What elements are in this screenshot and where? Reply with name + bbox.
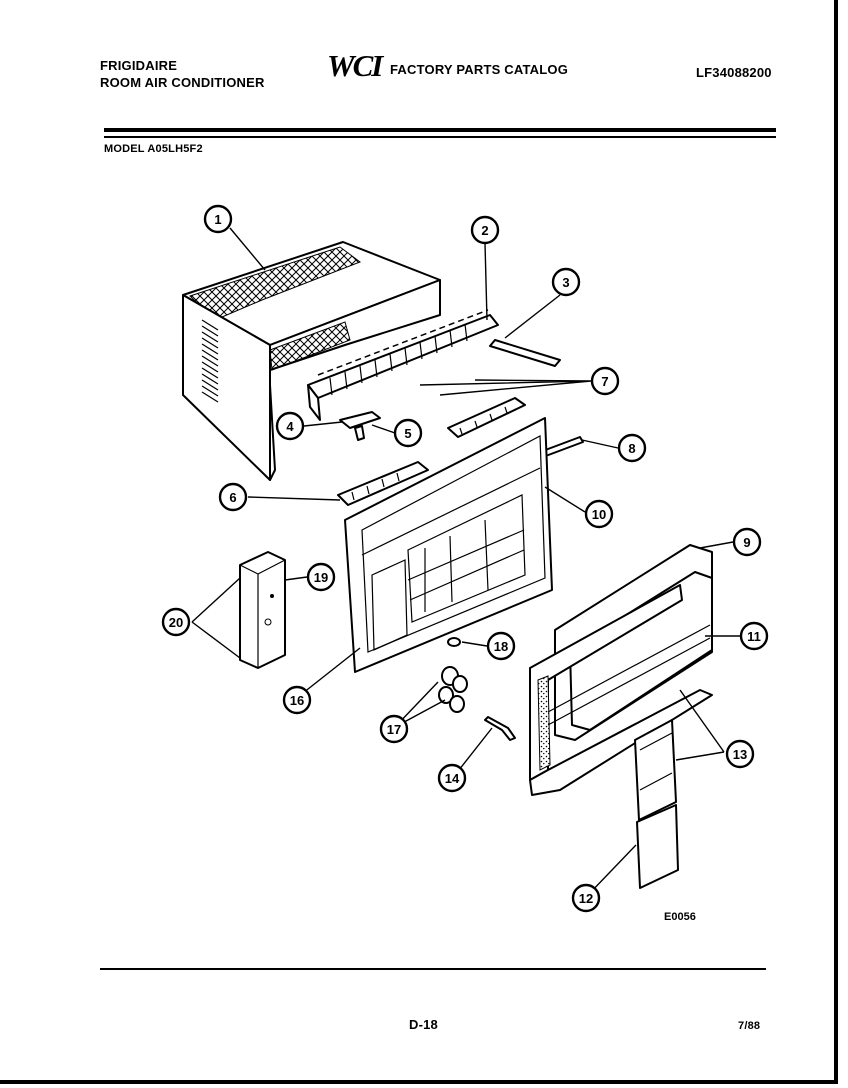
brand-name: FRIGIDAIRE <box>100 58 178 73</box>
svg-text:2: 2 <box>481 223 488 238</box>
access-door-part <box>634 719 679 889</box>
part-18 <box>447 637 461 647</box>
callout-18: 18 <box>486 631 516 661</box>
vane-part <box>447 397 526 438</box>
callout-8: 8 <box>617 433 647 463</box>
callout-7: 7 <box>590 366 620 396</box>
callout-14: 14 <box>437 763 467 793</box>
product-name: ROOM AIR CONDITIONER <box>100 75 265 90</box>
revision-date: 7/88 <box>738 1020 761 1032</box>
cabinet-part <box>182 241 441 481</box>
svg-text:6: 6 <box>229 490 236 505</box>
callout-1: 1 <box>203 204 233 234</box>
svg-text:7: 7 <box>601 374 608 389</box>
catalog-title: FACTORY PARTS CATALOG <box>390 62 569 77</box>
clip-part <box>484 716 516 741</box>
front-grille-part <box>529 544 713 796</box>
catalog-number: LF34088200 <box>696 65 772 80</box>
svg-text:10: 10 <box>592 507 606 522</box>
svg-text:17: 17 <box>387 722 401 737</box>
callout-13: 13 <box>725 739 755 769</box>
svg-text:13: 13 <box>733 747 747 762</box>
svg-text:3: 3 <box>562 275 569 290</box>
callout-16: 16 <box>282 685 312 715</box>
svg-text:16: 16 <box>290 693 304 708</box>
callout-12: 12 <box>571 883 601 913</box>
svg-text:1: 1 <box>214 212 221 227</box>
wci-logo: WCI <box>327 48 383 83</box>
callout-17: 17 <box>379 714 409 744</box>
callout-10: 10 <box>584 499 614 529</box>
callout-3: 3 <box>551 267 581 297</box>
control-box-part <box>239 551 286 669</box>
callout-20: 20 <box>161 607 191 637</box>
svg-text:9: 9 <box>743 535 750 550</box>
callout-2: 2 <box>470 215 500 245</box>
control-knobs-part <box>438 666 468 713</box>
svg-text:12: 12 <box>579 891 593 906</box>
callout-6: 6 <box>218 482 248 512</box>
svg-text:8: 8 <box>628 441 635 456</box>
callout-11: 11 <box>739 621 769 651</box>
callout-5: 5 <box>393 418 423 448</box>
svg-text:20: 20 <box>169 615 183 630</box>
svg-text:18: 18 <box>494 639 508 654</box>
callout-9: 9 <box>732 527 762 557</box>
header-rule-thick <box>104 128 776 132</box>
model-number: MODEL A05LH5F2 <box>104 143 203 155</box>
bracket-part <box>339 411 381 441</box>
louver-assembly-part <box>307 309 561 421</box>
callout-19: 19 <box>306 562 336 592</box>
header-rule-thin <box>104 136 776 138</box>
callout-4: 4 <box>275 411 305 441</box>
svg-text:5: 5 <box>404 426 411 441</box>
svg-text:14: 14 <box>445 771 460 786</box>
figure-code: E0056 <box>664 911 696 923</box>
front-frame-part <box>344 417 553 673</box>
svg-text:4: 4 <box>286 419 294 434</box>
svg-text:19: 19 <box>314 570 328 585</box>
svg-text:11: 11 <box>747 629 761 644</box>
page-number: D-18 <box>409 1017 438 1032</box>
footer-rule <box>100 968 766 970</box>
